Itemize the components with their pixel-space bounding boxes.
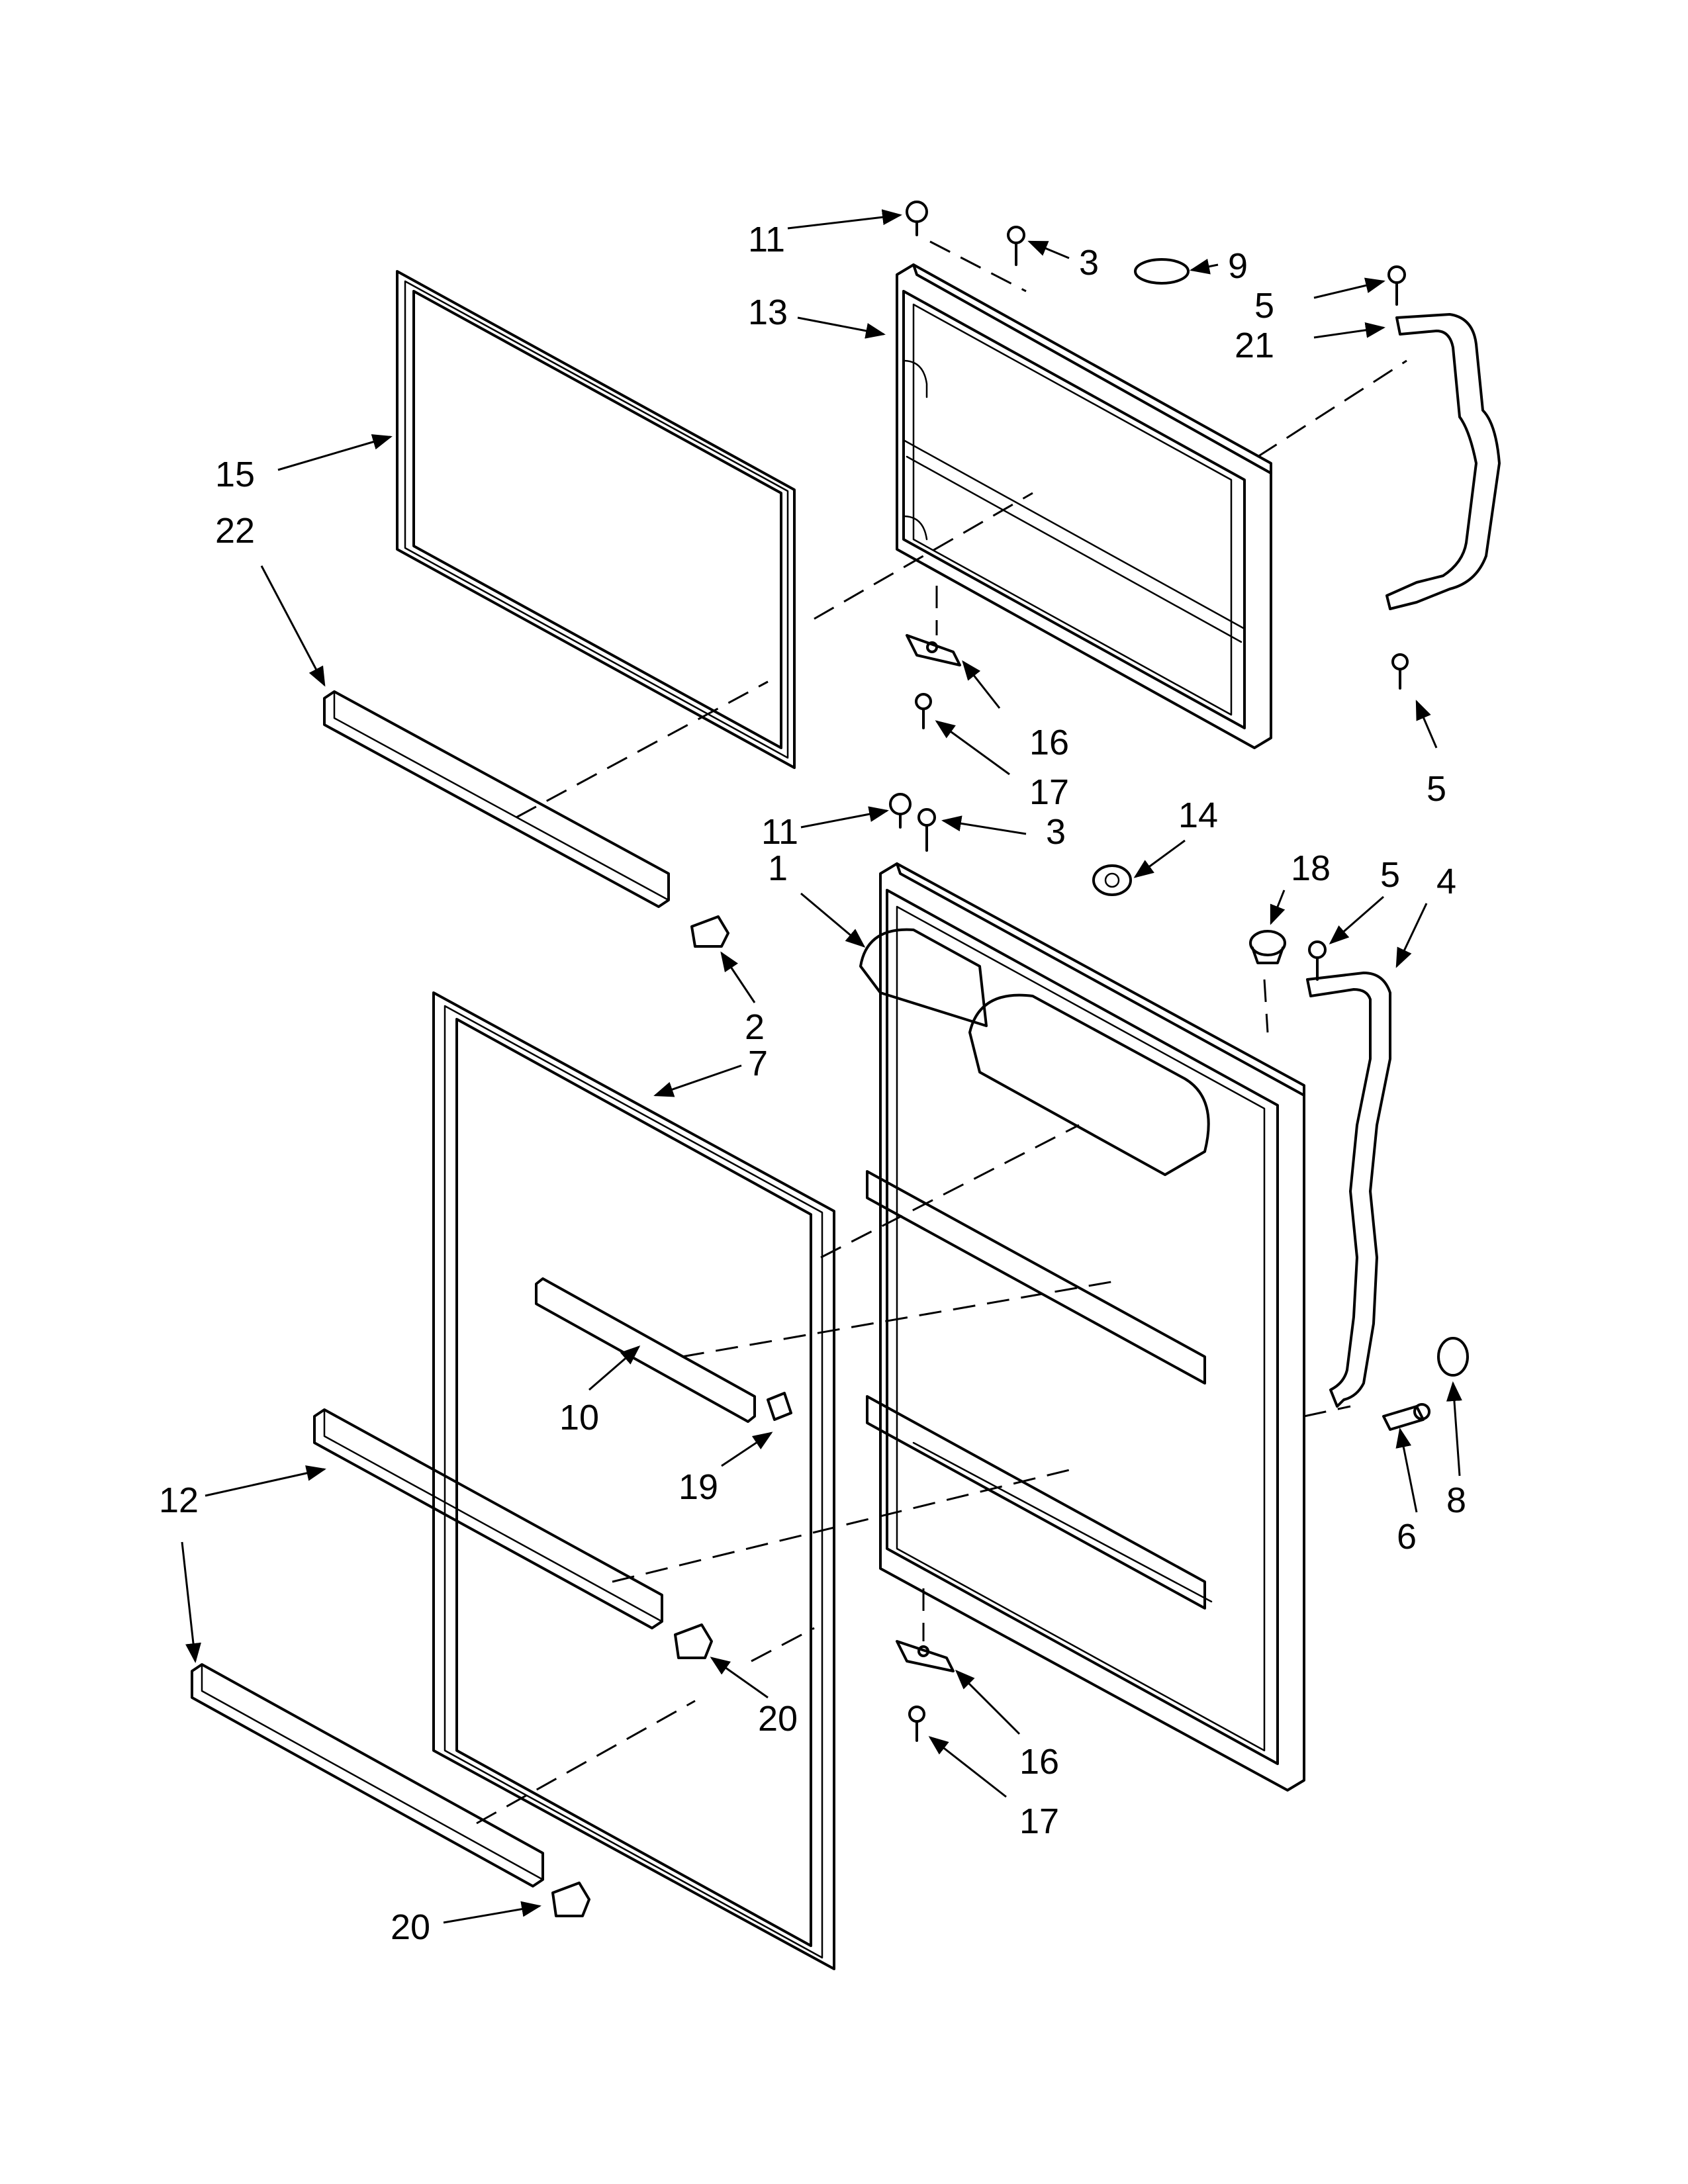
screw-part-17-bottom xyxy=(908,1706,925,1742)
callout-labels: 11 3 9 5 21 13 15 22 16 17 5 11 3 14 1 1… xyxy=(159,220,1466,1947)
callout-8: 8 xyxy=(1446,1480,1466,1520)
assembly-lines xyxy=(476,240,1407,1825)
screw-part-5-right xyxy=(1391,653,1409,690)
callout-18: 18 xyxy=(1291,848,1331,888)
callout-10: 10 xyxy=(559,1398,599,1437)
leader-arrows xyxy=(181,209,1462,1924)
screw-part-3-mid xyxy=(917,808,936,852)
callout-19: 19 xyxy=(679,1467,718,1507)
callout-1: 1 xyxy=(768,848,788,888)
handle-part-4 xyxy=(1306,972,1391,1408)
callout-5-right: 5 xyxy=(1427,769,1446,809)
callout-17-bottom: 17 xyxy=(1019,1801,1059,1841)
callout-16-top: 16 xyxy=(1029,723,1069,762)
hinge-part-16-bottom xyxy=(896,1640,955,1672)
callout-21: 21 xyxy=(1235,326,1274,365)
cap-part-18 xyxy=(1249,930,1286,964)
callout-13: 13 xyxy=(748,293,788,332)
callout-14: 14 xyxy=(1178,796,1218,835)
freezer-door-part-13 xyxy=(896,263,1272,749)
screw-part-5-mid xyxy=(1308,940,1327,981)
fresh-food-gasket-part-7 xyxy=(432,991,835,1970)
callout-11-top: 11 xyxy=(748,220,785,259)
screw-part-17-top xyxy=(915,693,932,729)
callout-3-top: 3 xyxy=(1079,243,1099,283)
gasket-ring-part-9 xyxy=(1134,258,1190,285)
end-cap-part-20-lower xyxy=(551,1882,590,1917)
callout-5-top: 5 xyxy=(1254,286,1274,326)
callout-12: 12 xyxy=(159,1480,199,1520)
cap-part-8 xyxy=(1437,1337,1469,1377)
callout-7: 7 xyxy=(748,1044,768,1083)
screw-part-5-top xyxy=(1387,265,1406,306)
callout-3-mid: 3 xyxy=(1046,812,1066,852)
callout-15: 15 xyxy=(215,455,255,494)
callout-4: 4 xyxy=(1436,862,1456,901)
end-cap-part-2 xyxy=(690,915,729,948)
fresh-food-door-part-1 xyxy=(859,862,1305,1792)
screw-part-6 xyxy=(1382,1403,1430,1431)
callout-6: 6 xyxy=(1397,1517,1417,1557)
plug-part-14 xyxy=(1092,864,1132,896)
callout-22: 22 xyxy=(215,511,255,551)
end-cap-part-20-upper xyxy=(674,1623,713,1659)
screw-part-11-top xyxy=(906,201,928,236)
trim-22 xyxy=(323,690,670,908)
screw-part-11-mid xyxy=(889,793,912,829)
callout-11-mid: 11 xyxy=(761,812,798,852)
screw-part-3-top xyxy=(1007,226,1025,266)
hinge-part-16-top xyxy=(906,634,961,666)
end-cap-part-19 xyxy=(767,1392,792,1421)
callout-16-bottom: 16 xyxy=(1019,1742,1059,1782)
handle-part-21 xyxy=(1385,313,1501,610)
trim-12-lower xyxy=(191,1663,544,1888)
callout-2: 2 xyxy=(745,1007,765,1047)
callout-5-mid: 5 xyxy=(1380,855,1400,895)
callout-20-lower: 20 xyxy=(391,1907,430,1947)
callout-17-top: 17 xyxy=(1029,772,1069,812)
trim-12-upper xyxy=(313,1408,663,1629)
callout-20-upper: 20 xyxy=(758,1699,798,1739)
freezer-gasket-part-15 xyxy=(396,270,796,769)
trim-10 xyxy=(535,1277,756,1423)
callout-9: 9 xyxy=(1228,246,1248,286)
